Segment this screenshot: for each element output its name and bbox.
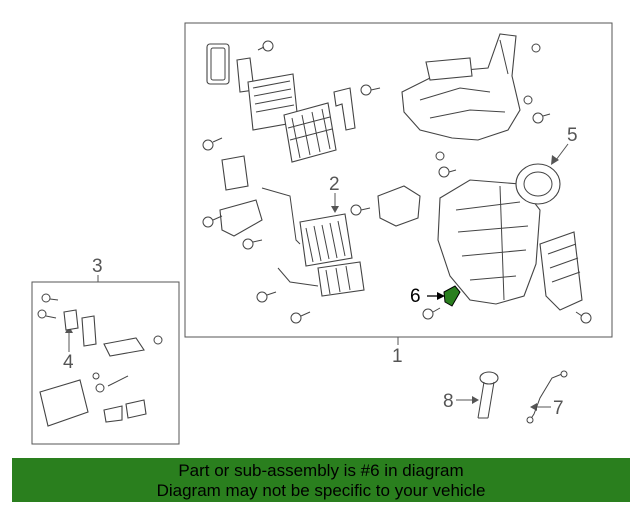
- heater-core-part: [261, 187, 353, 267]
- linkage-bracket-part: [333, 87, 356, 131]
- blower-motor-part: [515, 163, 561, 205]
- lower-core-part: [277, 261, 365, 297]
- banner-line-2: Diagram may not be specific to your vehi…: [156, 481, 486, 500]
- seal-block-part: [221, 155, 249, 191]
- callout-5: 5: [567, 125, 578, 146]
- part-8-pipe: [477, 371, 499, 419]
- info-banner: Part or sub-assembly is #6 in diagram Di…: [12, 458, 630, 502]
- sub-assembly-frame: [31, 281, 180, 445]
- parts-diagram: 1 2 3 4 5 6 7 8: [31, 22, 613, 445]
- blower-housing-part: [401, 33, 521, 141]
- case-main-part: [437, 179, 541, 305]
- callout-3: 3: [92, 256, 103, 277]
- callout-7: 7: [553, 398, 564, 419]
- part-7-hose: [526, 370, 568, 424]
- duct-part: [219, 199, 263, 237]
- callout-2: 2: [329, 174, 340, 195]
- callout-1: 1: [392, 346, 403, 367]
- actuator-part: [377, 185, 421, 227]
- banner-line-1: Part or sub-assembly is #6 in diagram: [178, 461, 464, 480]
- part-6-highlighted[interactable]: [443, 285, 461, 307]
- filter-frame-part: [206, 43, 230, 85]
- callout-6: 6: [410, 286, 421, 307]
- side-cover-part: [539, 231, 583, 311]
- bolt-group: [202, 40, 592, 324]
- sub-assembly-parts: [37, 293, 163, 427]
- callout-8: 8: [443, 391, 454, 412]
- evaporator-grid-part: [283, 102, 337, 163]
- callout-4: 4: [63, 352, 74, 373]
